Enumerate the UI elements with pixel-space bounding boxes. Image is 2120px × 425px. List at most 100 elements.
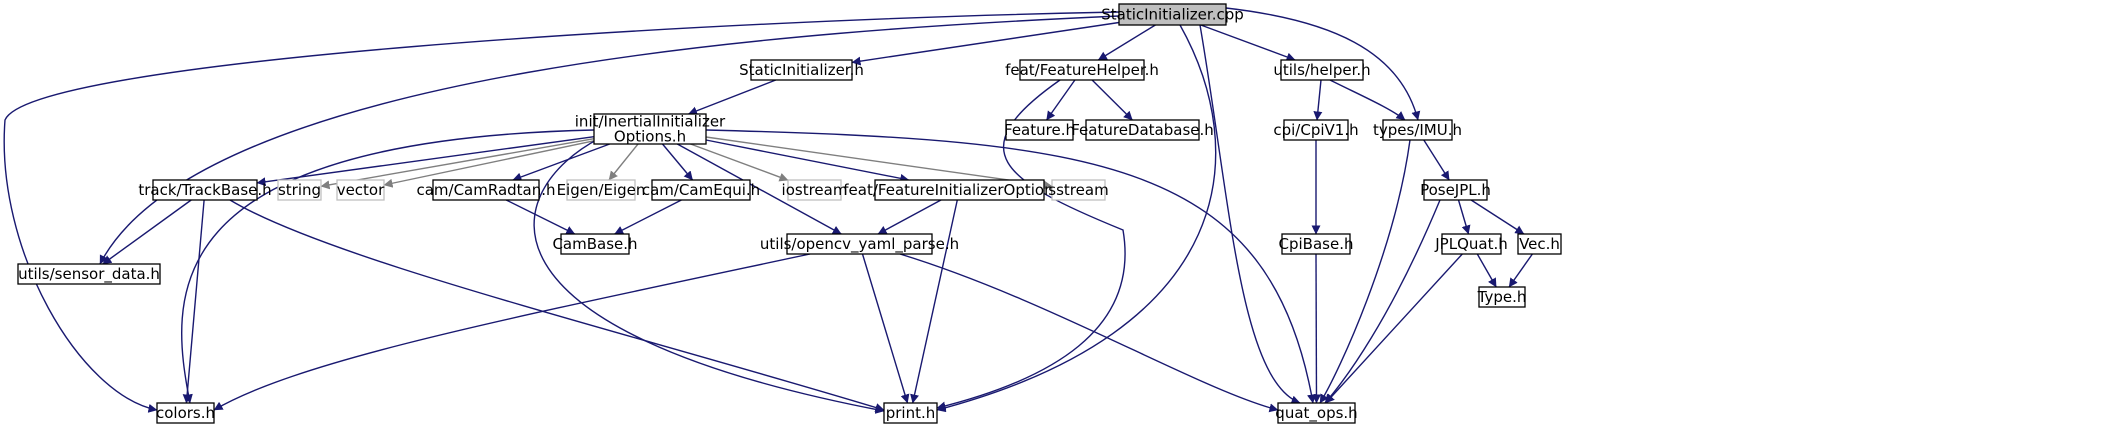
node-label: quat_ops.h — [1275, 404, 1357, 423]
node-label: CpiBase.h — [1279, 235, 1354, 253]
node-box — [787, 179, 842, 201]
edge-line — [1325, 253, 1463, 404]
node-label: types/IMU.h — [1373, 121, 1462, 139]
node-sstream[interactable]: sstream — [1048, 179, 1109, 201]
node-box — [786, 233, 933, 255]
node-box — [750, 59, 853, 81]
edge-root-to-quatops — [1199, 24, 1301, 405]
node-cpibase[interactable]: CpiBase.h — [1279, 233, 1354, 255]
node-cambase[interactable]: CamBase.h — [552, 233, 638, 255]
edge-posejpl-to-jplquat — [1457, 199, 1471, 235]
edge-inertialopts-to-string — [320, 138, 595, 190]
edge-camradtan-to-cambase — [505, 199, 576, 235]
node-label: Feature.h — [1004, 121, 1075, 139]
edge-line — [320, 138, 595, 190]
edge-inertialopts-to-featinitopts — [705, 139, 910, 183]
node-camradtan[interactable]: cam/CamRadtan.h — [416, 179, 556, 201]
node-trackbase[interactable]: track/TrackBase.h — [138, 179, 272, 201]
node-box — [1382, 119, 1453, 141]
node-label: StaticInitializer.cpp — [1101, 6, 1244, 24]
edge-featinitopts-to-print — [910, 199, 958, 404]
edge-featurehelper-to-featuredb — [1091, 79, 1133, 121]
node-jplquat[interactable]: JPLQuat.h — [1434, 233, 1508, 255]
node-cpiv1[interactable]: cpi/CpiV1.h — [1273, 119, 1359, 141]
node-featurehelper[interactable]: feat/FeatureHelper.h — [1005, 59, 1159, 81]
edge-root-to-imu — [1225, 7, 1421, 121]
node-type[interactable]: Type.h — [1477, 286, 1527, 308]
edge-line — [213, 253, 811, 411]
node-label: Type.h — [1477, 288, 1527, 306]
node-helper[interactable]: utils/helper.h — [1273, 59, 1371, 81]
node-box — [277, 179, 322, 201]
edge-inertialopts-to-vector — [383, 140, 595, 188]
node-imu[interactable]: types/IMU.h — [1373, 119, 1462, 141]
edge-line — [936, 24, 1217, 413]
edge-line — [512, 143, 610, 182]
node-box — [152, 179, 258, 201]
node-featinitopts[interactable]: feat/FeatureInitializerOptions.h — [843, 179, 1076, 201]
node-box — [1051, 179, 1106, 201]
node-featuredb[interactable]: FeatureDatabase.h — [1071, 119, 1214, 141]
node-feature[interactable]: Feature.h — [1004, 119, 1075, 141]
node-vector[interactable]: vector — [336, 179, 385, 201]
node-eigen[interactable]: Eigen/Eigen — [557, 179, 646, 201]
edge-inertialopts-to-quatops — [705, 129, 1316, 404]
edge-line — [505, 199, 576, 235]
node-box — [1281, 233, 1351, 255]
edge-trackbase-to-sensor — [102, 199, 192, 265]
node-root[interactable]: StaticInitializer.cpp — [1101, 3, 1244, 26]
node-box — [883, 402, 938, 424]
edge-line — [614, 199, 682, 235]
node-box — [1277, 402, 1356, 424]
node-string[interactable]: string — [277, 179, 322, 201]
edge-line — [1097, 24, 1156, 61]
edge-line — [705, 139, 910, 183]
node-posejpl[interactable]: PoseJPL.h — [1420, 179, 1491, 201]
edge-inertialopts-to-trackbase — [256, 136, 595, 187]
node-colors[interactable]: colors.h — [156, 402, 215, 424]
node-staticinit_h[interactable]: StaticInitializer.h — [739, 59, 864, 81]
edge-line — [1508, 253, 1533, 288]
edge-line — [1329, 79, 1406, 121]
edge-line — [1046, 79, 1076, 121]
edge-featurehelper-to-feature — [1046, 79, 1076, 121]
node-camequi[interactable]: cam/CamEqui.h — [642, 179, 760, 201]
edge-opencvyaml-to-colors — [213, 253, 811, 411]
node-label: colors.h — [156, 404, 215, 422]
node-print[interactable]: print.h — [883, 402, 938, 424]
edge-camequi-to-cambase — [614, 199, 682, 235]
node-label: utils/sensor_data.h — [18, 265, 160, 284]
node-label: feat/FeatureHelper.h — [1005, 61, 1159, 79]
node-label: track/TrackBase.h — [138, 181, 271, 199]
node-iostream[interactable]: iostream — [782, 179, 848, 201]
edge-opencvyaml-to-quatops — [899, 253, 1279, 413]
node-label: StaticInitializer.h — [739, 61, 864, 79]
edge-line — [1457, 199, 1471, 235]
edge-inertialopts-to-eigen — [608, 143, 639, 181]
edge-line — [1199, 24, 1301, 405]
node-sensor[interactable]: utils/sensor_data.h — [17, 263, 161, 285]
node-label: feat/FeatureInitializerOptions.h — [843, 181, 1075, 199]
edge-line — [1200, 24, 1296, 62]
node-quatops[interactable]: quat_ops.h — [1275, 402, 1358, 424]
edge-cpibase-to-quatops — [1311, 253, 1321, 404]
node-label: cam/CamRadtan.h — [416, 181, 555, 199]
node-box — [566, 179, 636, 201]
edge-jplquat-to-type — [1476, 253, 1497, 288]
node-label: JPLQuat.h — [1434, 235, 1508, 253]
edge-line — [877, 199, 942, 235]
edge-imu-to-posejpl — [1423, 139, 1450, 181]
edge-root-to-print — [936, 24, 1217, 413]
node-opencvyaml[interactable]: utils/opencv_yaml_parse.h — [760, 233, 959, 255]
node-box — [1441, 233, 1502, 255]
node-box — [1085, 119, 1200, 141]
edge-inertialopts-to-opencvyaml — [676, 143, 842, 235]
node-vec[interactable]: Vec.h — [1517, 233, 1562, 255]
node-label: utils/opencv_yaml_parse.h — [760, 235, 959, 254]
node-box — [1283, 119, 1349, 141]
edge-line — [533, 137, 885, 414]
edge-line — [229, 199, 885, 412]
edge-line — [1470, 199, 1525, 235]
edge-line — [705, 129, 1316, 404]
